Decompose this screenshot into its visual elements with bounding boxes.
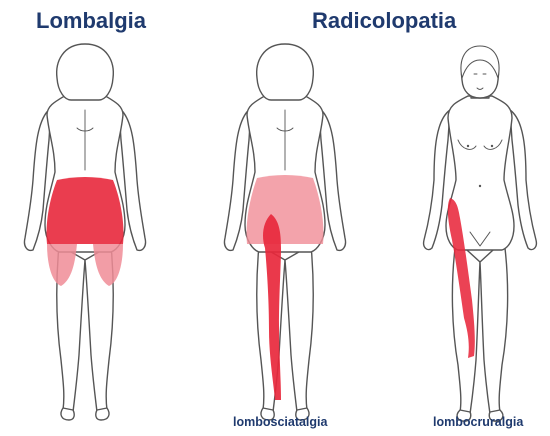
- figure-lombosciatalgia-back: [224, 44, 345, 420]
- pain-area-lumbar-referred: [246, 175, 323, 244]
- caption-lombocruralgia: lombocruralgia: [433, 414, 523, 430]
- pain-area-lumbar: [46, 177, 123, 244]
- figure-lombalgia-back: [24, 44, 145, 420]
- figure-lombocruralgia-front: [424, 46, 537, 421]
- caption-lombosciatalgia: lombosciatalgia: [233, 414, 327, 430]
